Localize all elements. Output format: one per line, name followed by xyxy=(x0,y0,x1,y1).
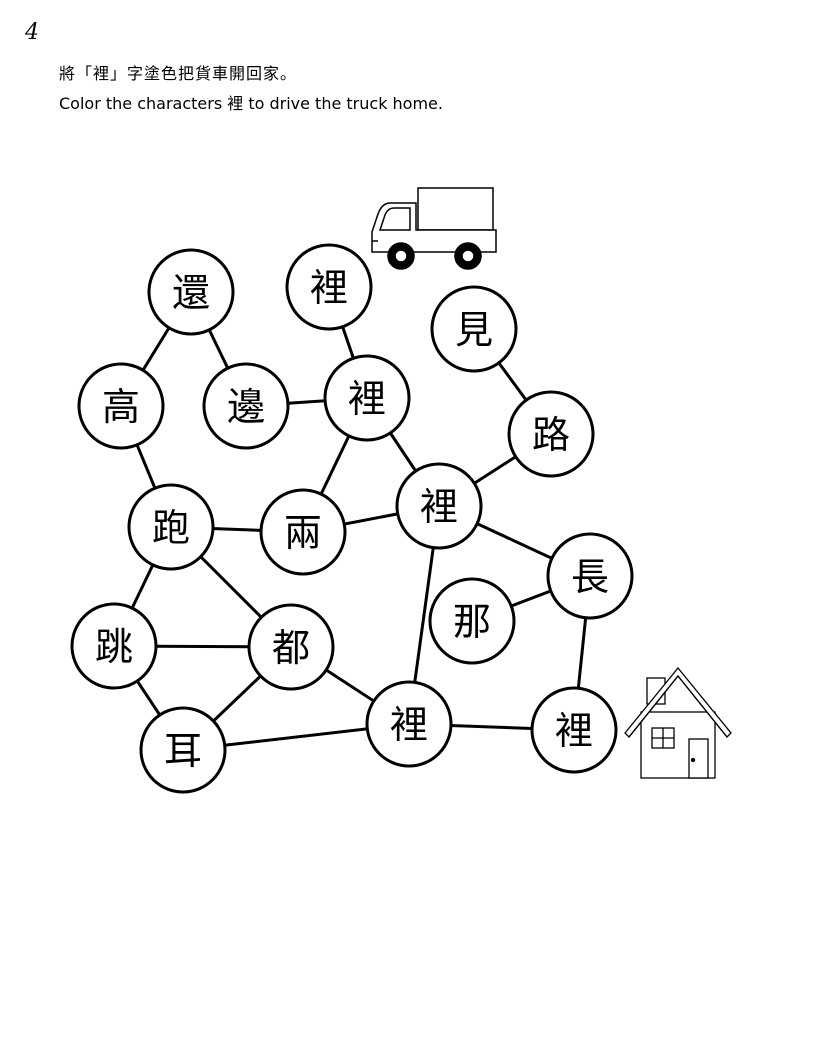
maze-node-char: 跳 xyxy=(95,625,133,669)
maze-node-huan[interactable]: 還 xyxy=(147,248,235,336)
maze-node-gao[interactable]: 高 xyxy=(77,362,165,450)
house-icon xyxy=(624,666,732,779)
page-number: 4 xyxy=(25,20,39,45)
maze-node-char: 裡 xyxy=(310,266,348,310)
maze-node-char: 跑 xyxy=(152,506,190,550)
maze-node-li3[interactable]: 裡 xyxy=(395,462,483,550)
maze-node-circle[interactable] xyxy=(323,354,411,442)
maze-node-pao[interactable]: 跑 xyxy=(127,483,215,571)
maze-node-circle[interactable] xyxy=(395,462,483,550)
maze-node-dou[interactable]: 都 xyxy=(247,603,335,691)
maze-node-circle[interactable] xyxy=(365,680,453,768)
maze-node-li1[interactable]: 裡 xyxy=(285,243,373,331)
maze-node-circle[interactable] xyxy=(77,362,165,450)
maze-node-circle[interactable] xyxy=(507,390,595,478)
maze-node-circle[interactable] xyxy=(147,248,235,336)
maze-node-circle[interactable] xyxy=(285,243,373,331)
maze-node-circle[interactable] xyxy=(127,483,215,571)
maze-node-er[interactable]: 耳 xyxy=(139,706,227,794)
maze-node-char: 都 xyxy=(272,626,310,670)
maze-node-char: 路 xyxy=(532,413,570,457)
maze-node-lu[interactable]: 路 xyxy=(507,390,595,478)
maze-node-tiao[interactable]: 跳 xyxy=(70,602,158,690)
maze-node-char: 那 xyxy=(453,600,491,644)
maze-node-circle[interactable] xyxy=(530,686,618,774)
maze-node-li2[interactable]: 裡 xyxy=(323,354,411,442)
maze-node-circle[interactable] xyxy=(428,577,516,665)
maze-node-char: 長 xyxy=(571,555,609,599)
maze-node-circle[interactable] xyxy=(139,706,227,794)
maze-node-na[interactable]: 那 xyxy=(428,577,516,665)
instruction-english: Color the characters 裡 to drive the truc… xyxy=(59,94,443,113)
maze-node-char: 耳 xyxy=(164,729,202,773)
maze-node-circle[interactable] xyxy=(202,362,290,450)
maze-node-char: 裡 xyxy=(390,703,428,747)
maze-node-char: 邊 xyxy=(227,385,265,429)
maze-node-liang[interactable]: 兩 xyxy=(259,488,347,576)
maze-node-circle[interactable] xyxy=(546,532,634,620)
maze-node-li4[interactable]: 裡 xyxy=(365,680,453,768)
maze-node-char: 見 xyxy=(455,308,493,352)
maze-node-char: 兩 xyxy=(284,511,322,555)
maze-node-circle[interactable] xyxy=(259,488,347,576)
maze-node-char: 還 xyxy=(172,271,210,315)
maze-node-jian[interactable]: 見 xyxy=(430,285,518,373)
maze-node-bian[interactable]: 邊 xyxy=(202,362,290,450)
maze-node-char: 裡 xyxy=(348,377,386,421)
maze-node-li5[interactable]: 裡 xyxy=(530,686,618,774)
maze-node-chang[interactable]: 長 xyxy=(546,532,634,620)
maze-node-circle[interactable] xyxy=(247,603,335,691)
maze-node-char: 高 xyxy=(102,385,140,429)
maze-nodes: 還裡見高邊裡路跑兩裡長那跳都耳裡裡 xyxy=(70,243,634,794)
maze-node-circle[interactable] xyxy=(70,602,158,690)
truck-icon xyxy=(371,187,497,270)
maze-node-char: 裡 xyxy=(555,709,593,753)
maze-node-circle[interactable] xyxy=(430,285,518,373)
maze-node-char: 裡 xyxy=(420,485,458,529)
instruction-chinese: 將「裡」字塗色把貨車開回家。 xyxy=(59,64,298,83)
